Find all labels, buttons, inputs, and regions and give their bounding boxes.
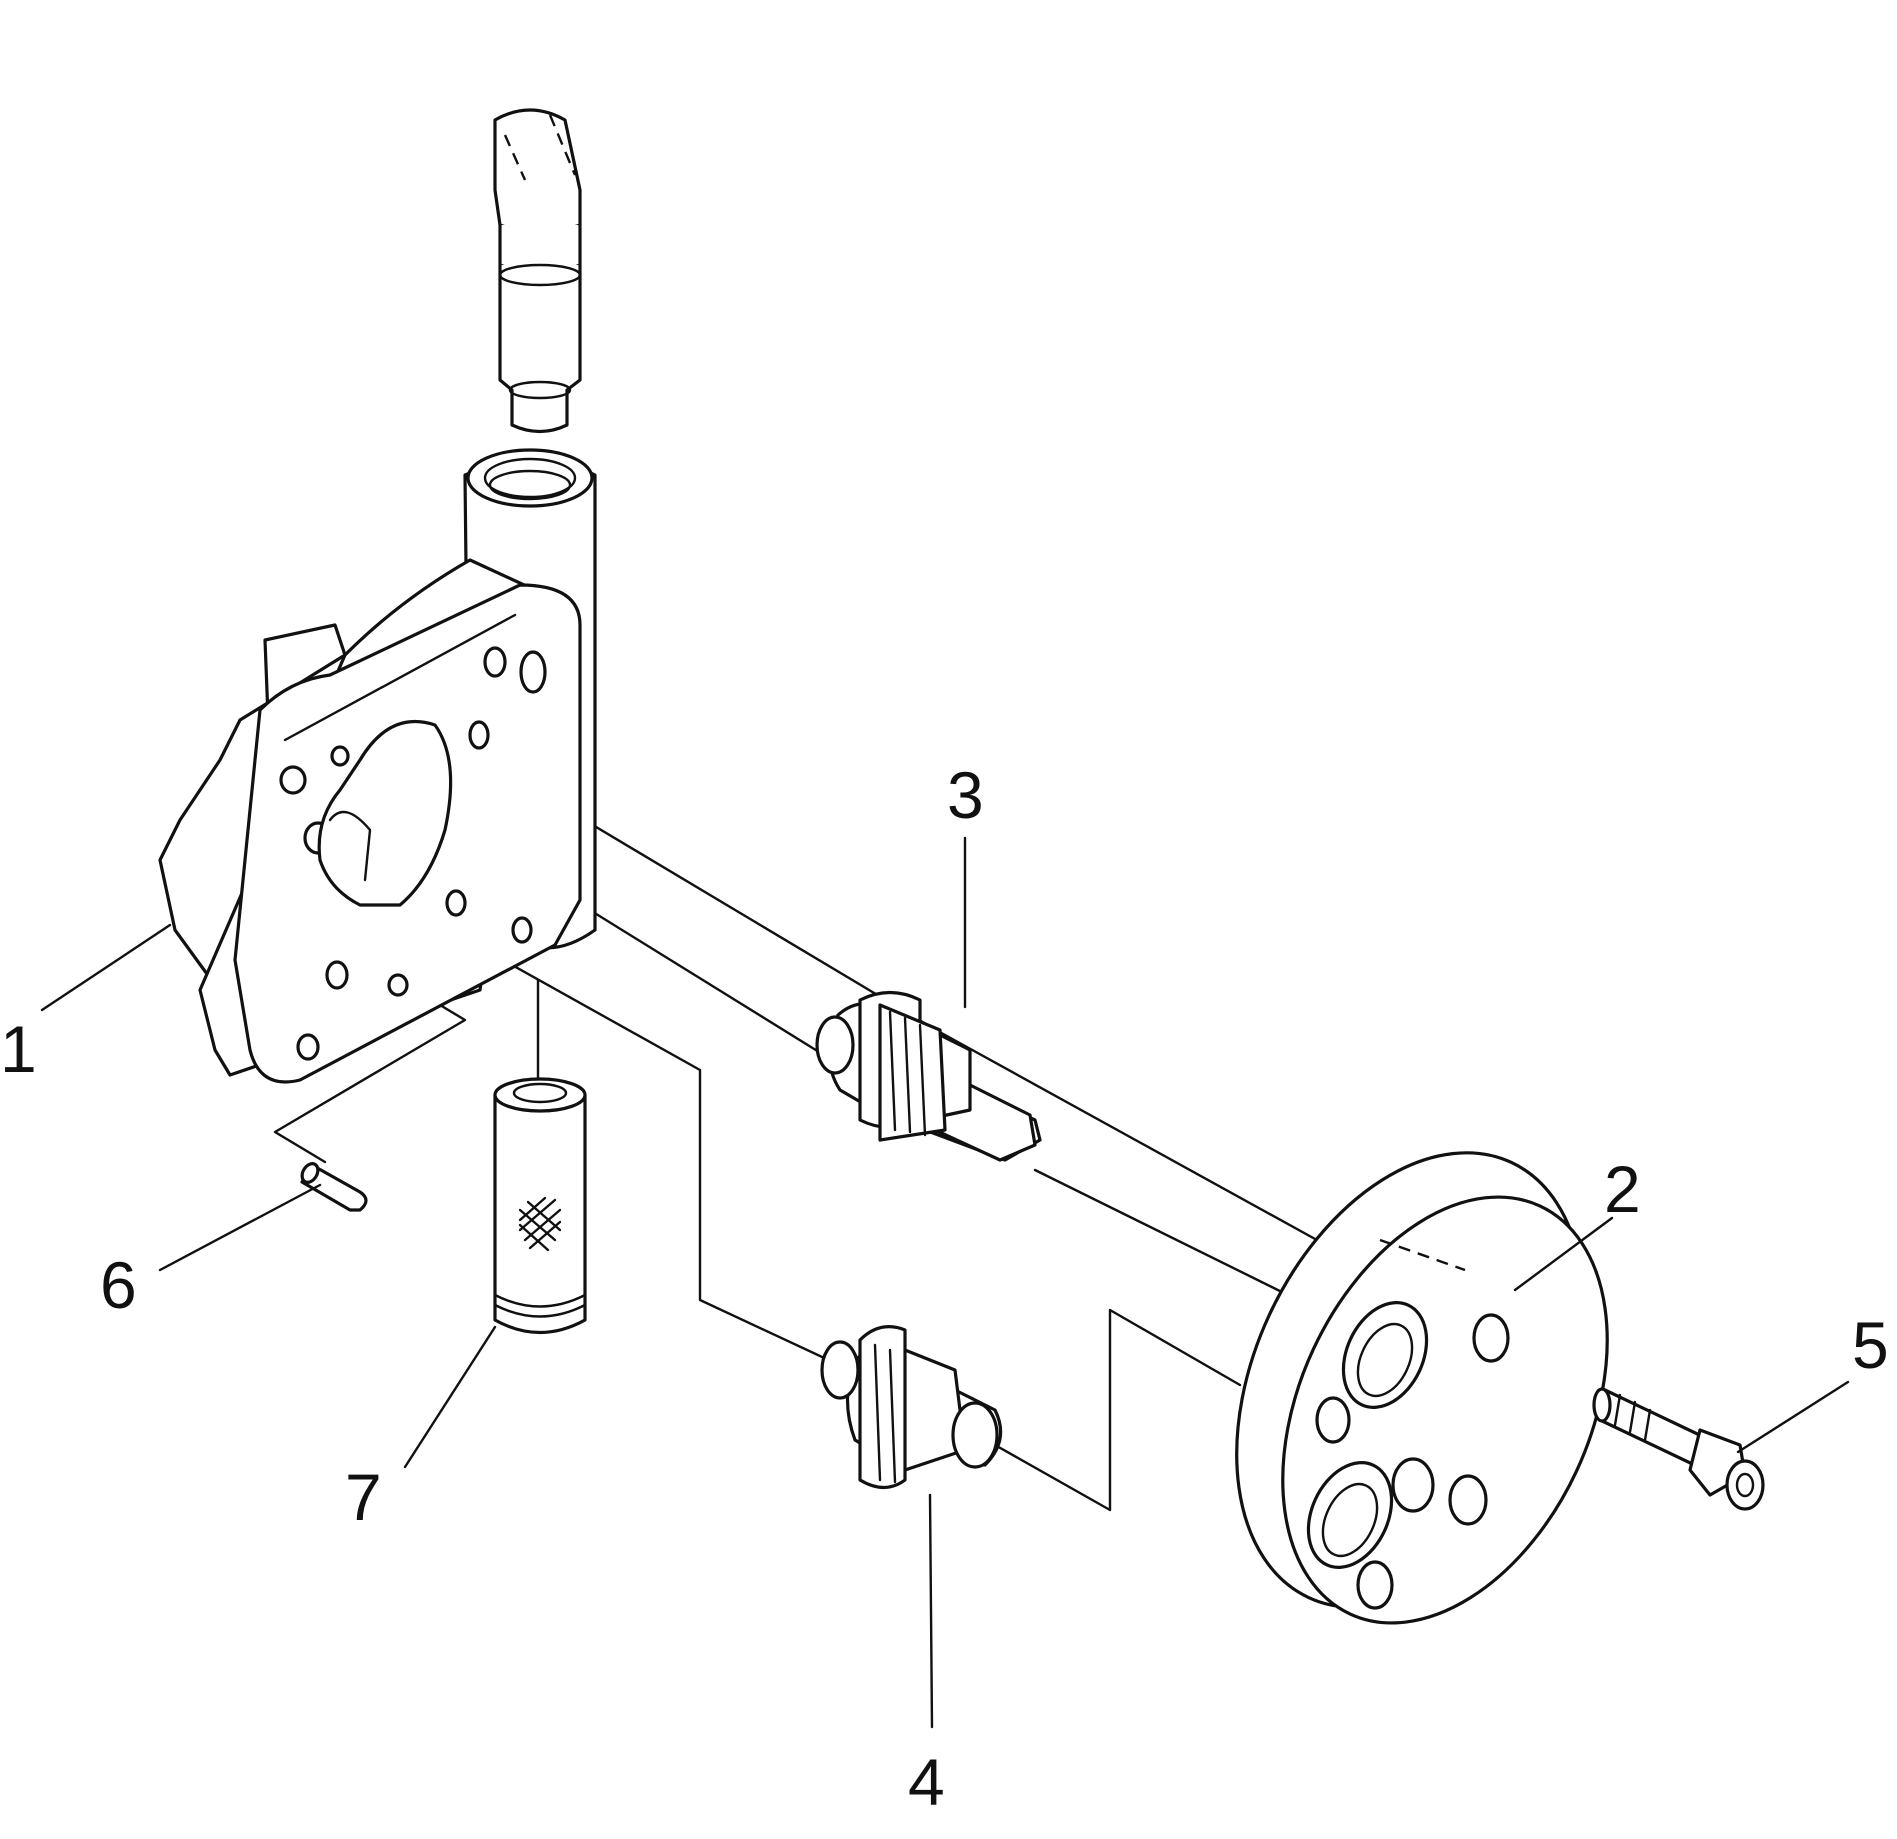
leader-line-1 [40,923,172,1012]
driven-gear [820,1325,1003,1490]
pump-housing [158,448,597,1084]
callout-5: 5 [1852,1308,1889,1382]
callout-7: 7 [345,1460,382,1534]
upper-shaft [493,108,582,434]
drive-gear [815,990,1042,1162]
bolt [1592,1387,1765,1511]
leader-line-5 [1736,1380,1850,1454]
mesh-screen-icon [518,1196,562,1252]
callout-4: 4 [908,1745,945,1819]
callouts: 1 2 3 4 5 6 7 [0,758,1889,1819]
leader-line-6 [158,1183,322,1272]
leader-line-2 [1513,1216,1614,1292]
callout-6: 6 [100,1248,137,1322]
cover-plate [1235,1151,1609,1625]
leader-line-7 [403,1325,497,1469]
dowel-pin [300,1162,368,1212]
callout-1: 1 [0,1012,37,1086]
strainer-tube [493,1077,587,1335]
callout-2: 2 [1604,1152,1641,1226]
leader-lines [40,836,1850,1729]
callout-3: 3 [947,758,984,832]
leader-line-4 [928,1493,934,1729]
